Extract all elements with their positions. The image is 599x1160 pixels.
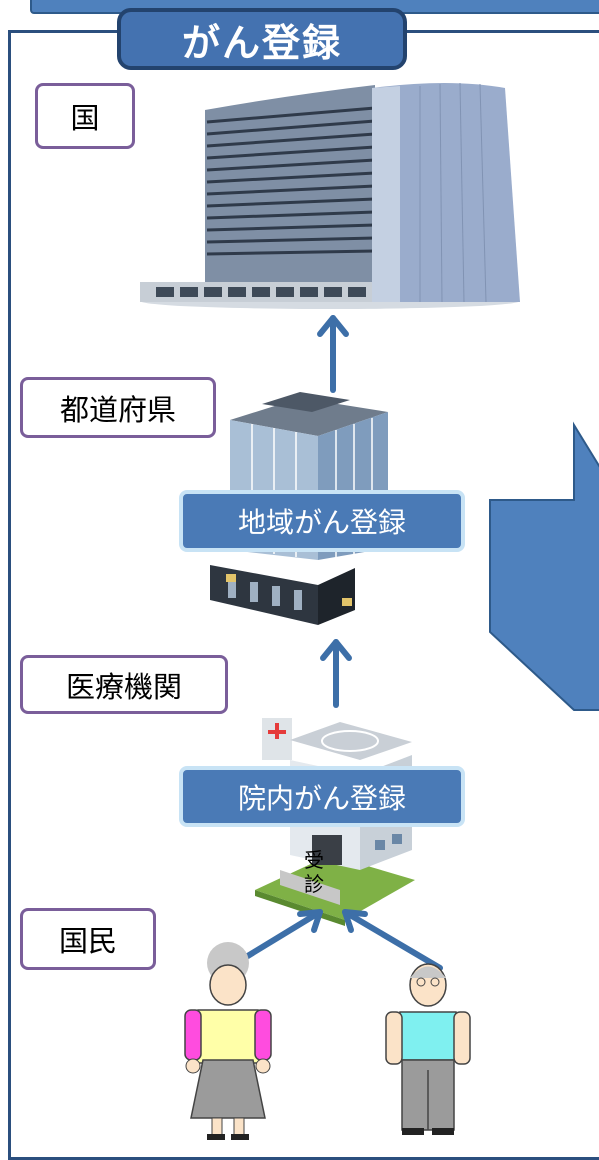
man-figure-icon	[385, 963, 471, 1135]
visit-label: 受 診	[303, 848, 325, 896]
hospital-cancer-registry-label: 院内がん登録	[179, 766, 465, 827]
page-title: がん登録	[117, 8, 407, 70]
national-building-icon	[140, 82, 520, 309]
level-medical-institution: 医療機関	[20, 655, 228, 714]
woman-figure-icon	[184, 942, 272, 1140]
level-prefecture: 都道府県	[20, 377, 216, 438]
level-citizens: 国民	[20, 908, 156, 970]
level-national: 国	[35, 83, 135, 149]
big-arrow-shape	[489, 421, 599, 711]
regional-cancer-registry-label: 地域がん登録	[179, 490, 465, 552]
visit-label-text: 受 診	[304, 848, 324, 896]
